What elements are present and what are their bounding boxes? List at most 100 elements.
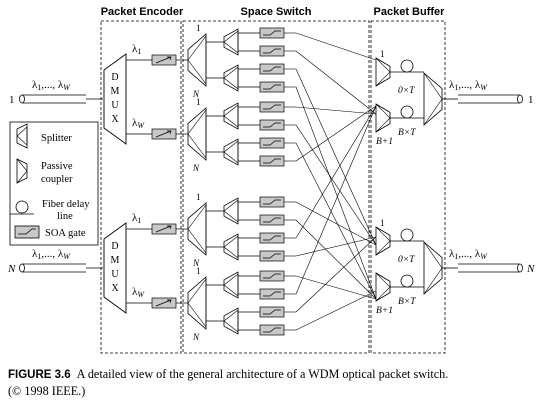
switch-stage2-splitter-1-2: [223, 64, 239, 92]
title-packet-encoder: Packet Encoder: [101, 6, 184, 18]
switch-soa-gate-6: [259, 119, 285, 131]
svg-text:λ1,..., λW: λ1,..., λW: [449, 79, 488, 92]
legend-soa-label: SOA gate: [45, 228, 86, 239]
svg-text:X: X: [111, 283, 119, 294]
caption-copyright: (© 1998 IEEE.): [8, 384, 86, 398]
switch-stage1-label-n-3: N: [192, 258, 200, 268]
encoder-bottom-converter-1: [151, 223, 177, 235]
input-wavelength-label-bottom: λ1,..., λW: [32, 248, 71, 261]
encoder-top-label-l1: λ1: [132, 43, 141, 56]
switch-soa-gate-10: [259, 214, 285, 226]
buffer-box: [370, 20, 446, 354]
legend-delay-icon: [10, 200, 34, 215]
switch-stage2-splitter-3-2: [223, 233, 239, 261]
legend-coupler-icon: [16, 158, 28, 184]
svg-text:U: U: [111, 269, 119, 280]
buffer-bottom-delay-loop-2: [400, 274, 414, 288]
crossbar-wire-13: [284, 275, 377, 300]
buffer-bottom-output-coupler: [423, 241, 443, 295]
buffer-top-label-delay-long: B×T: [398, 128, 416, 138]
output-fiber-bottom: [442, 263, 523, 273]
encoder-top-converter-1: [151, 54, 177, 66]
crossbar-wire-10: [284, 219, 377, 300]
crossbar-wire-3: [284, 68, 377, 246]
encoder-bottom-converter-w: [151, 297, 177, 309]
buffer-top-label-b1: B+1: [376, 137, 393, 147]
switch-stage1-label-1-3: 1: [196, 192, 201, 202]
switch-box: [182, 20, 370, 354]
switch-stage2-splitter-2-2: [223, 138, 239, 166]
switch-stage1-splitter-1: [187, 33, 207, 87]
switch-soa-gate-15: [259, 306, 285, 318]
buffer-top-delay-loop-1: [400, 59, 414, 73]
switch-stage1-splitter-2: [187, 107, 207, 161]
legend-delay-label-1: Fiber delay: [42, 199, 90, 210]
svg-text:U: U: [111, 100, 119, 111]
buffer-bottom-label-delay-short: 0×T: [398, 255, 415, 265]
output-port-1-label: 1: [528, 94, 534, 106]
buffer-top-delay-loop-2: [400, 105, 414, 119]
legend-splitter-label: Splitter: [41, 133, 72, 144]
svg-text:D: D: [111, 72, 118, 83]
svg-text:M: M: [111, 86, 120, 97]
switch-stage1-label-n-2: N: [192, 163, 200, 173]
title-space-switch: Space Switch: [241, 6, 312, 18]
input-port-n-label: N: [7, 263, 16, 275]
buffer-bottom-label-b1: B+1: [376, 306, 393, 316]
crossbar-wire-14: [284, 105, 377, 295]
output-wavelength-label-bottom: λ1,..., λW: [449, 248, 488, 261]
legend-coupler-label-1: Passive: [41, 161, 73, 172]
title-packet-buffer: Packet Buffer: [374, 6, 446, 18]
encoder-bottom-label-lw: λW: [132, 286, 145, 299]
buffer-bottom-label-delay-long: B×T: [398, 297, 416, 307]
legend-delay-label-2: line: [57, 211, 73, 222]
switch-soa-gate-5: [259, 101, 285, 113]
input-wavelength-label-top: λ1,..., λW: [32, 79, 71, 92]
switch-stage1-label-1-2: 1: [196, 97, 201, 107]
switch-stage1-label-1-4: 1: [196, 266, 201, 276]
switch-stage1-label-n-4: N: [192, 332, 200, 342]
buffer-top-input-coupler-1: [375, 57, 391, 87]
switch-soa-gate-16: [259, 324, 285, 336]
switch-soa-gate-4: [259, 81, 285, 93]
switch-soa-gate-1: [259, 27, 285, 39]
encoder-top-converter-w: [151, 128, 177, 140]
switch-stage1-label-n-1: N: [192, 89, 200, 99]
svg-text:X: X: [111, 114, 119, 125]
switch-soa-gate-12: [259, 250, 285, 262]
crossbar-wire-12: [284, 236, 377, 257]
demux-top: [103, 53, 127, 145]
switch-stage2-splitter-4-2: [223, 307, 239, 335]
switch-stage2-splitter-1-1: [223, 28, 239, 56]
legend-soa-icon: [14, 225, 40, 239]
crossbar-wire-6: [284, 124, 377, 246]
input-fiber-bottom: [19, 263, 103, 273]
buffer-bottom-input-coupler-2: [375, 272, 391, 302]
crossbar-wire-1: [284, 32, 377, 61]
switch-stage2-splitter-2-1: [223, 102, 239, 130]
legend-splitter-icon: [16, 123, 28, 149]
crossbar-wire-9: [284, 201, 377, 246]
crossbar-wire-11: [284, 105, 377, 239]
svg-text:M: M: [111, 255, 120, 266]
switch-stage2-splitter-3-1: [223, 197, 239, 225]
demux-bottom-letters: D M U X: [111, 241, 120, 294]
switch-soa-gate-7: [259, 137, 285, 149]
buffer-top-label-1: 1: [380, 49, 385, 59]
output-wavelength-label-top: λ1,..., λW: [449, 79, 488, 92]
input-port-1-label: 1: [9, 94, 15, 106]
switch-stage1-splitter-4: [187, 276, 207, 330]
switch-soa-gate-9: [259, 196, 285, 208]
demux-top-letters: D M U X: [111, 72, 120, 125]
buffer-bottom-input-coupler-1: [375, 226, 391, 256]
crossbar-wire-7: [284, 142, 377, 300]
crossbar-wire-4: [284, 86, 377, 300]
crossbar-wire-15: [284, 236, 377, 313]
wdm-switch-diagram: Packet Encoder Space Switch Packet Buffe…: [7, 6, 535, 354]
switch-soa-gate-14: [259, 288, 285, 300]
crossbar-wire-8: [284, 105, 377, 162]
buffer-top-input-coupler-2: [375, 103, 391, 133]
encoder-top-label-lw: λW: [132, 117, 145, 130]
input-fiber-top: [19, 94, 103, 104]
